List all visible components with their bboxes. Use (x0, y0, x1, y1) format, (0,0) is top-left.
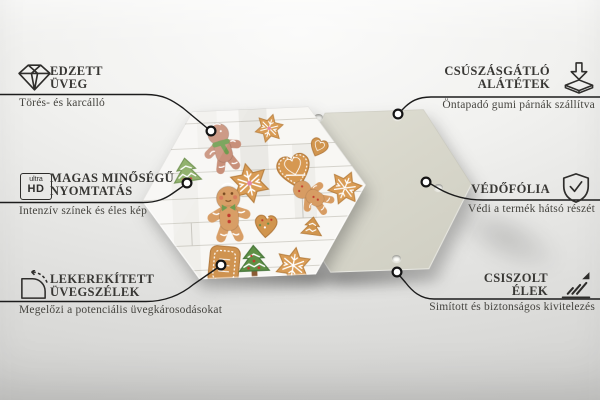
polished-edges-icon (559, 270, 593, 301)
ultra-hd-icon: ultra HD (20, 173, 52, 200)
feature-subtitle-protective-film: Védi a termék hátsó részét (467, 203, 595, 215)
feature-subtitle-anti-slip: Öntapadó gumi párnák szállítva (442, 99, 595, 111)
shield-check-icon (559, 172, 593, 204)
anti-slip-pad (313, 113, 323, 121)
rounded-corner-icon (16, 270, 51, 301)
feature-subtitle-tempered-glass: Törés- és karcálló (19, 97, 105, 109)
feature-title-tempered-glass: EDZETT ÜVEG (50, 64, 103, 91)
anti-slip-pad (391, 254, 401, 262)
feature-title-print: MAGAS MINŐSÉGŰ NYOMTATÁS (50, 171, 175, 198)
feature-title-protective-film: VÉDŐFÓLIA (471, 182, 550, 196)
feature-title-anti-slip: CSÚSZÁSGÁTLÓ ALÁTÉTEK (444, 64, 550, 91)
feature-subtitle-print: Intenzív színek és éles kép (19, 205, 148, 217)
feature-title-rounded-edges: LEKEREKÍTETT ÜVEGSZÉLEK (50, 272, 155, 299)
feature-subtitle-rounded-edges: Megelőzi a potenciális üvegkárosodásokat (19, 304, 223, 316)
anti-slip-pad-icon (561, 61, 597, 94)
front-panel-gingerbread-print (138, 104, 369, 282)
feature-title-polished-edges: CSISZOLT ÉLEK (483, 271, 548, 298)
feature-subtitle-polished-edges: Simított és biztonságos kivitelezés (429, 301, 595, 313)
diamond-icon (16, 62, 53, 93)
